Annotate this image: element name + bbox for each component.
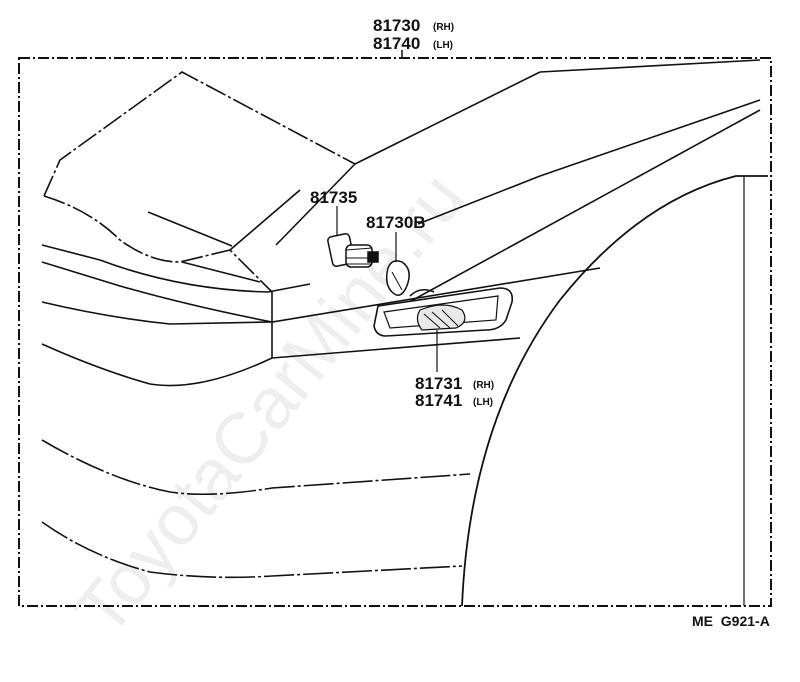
figure-code: ME G921-A (692, 613, 770, 629)
body-contour-lines (41, 59, 761, 579)
label-81730: 81730 (373, 16, 420, 35)
leader-lines (336, 206, 438, 372)
hood-outline (43, 71, 541, 293)
bulb-part (385, 260, 410, 296)
label-81741-side: (LH) (473, 397, 493, 408)
label-81730b: 81730B (366, 213, 426, 232)
label-81740: 81740 (373, 34, 420, 53)
label-81741: 81741 (415, 391, 462, 410)
wheel-arch (461, 175, 768, 607)
socket-part (327, 233, 379, 268)
diagram-frame (18, 57, 772, 607)
label-81740-side: (LH) (433, 40, 453, 51)
label-81731-side: (RH) (473, 380, 494, 391)
label-81735: 81735 (310, 188, 357, 207)
label-81730-side: (RH) (433, 22, 454, 33)
label-81731: 81731 (415, 374, 462, 393)
side-marker-lens (373, 287, 514, 337)
